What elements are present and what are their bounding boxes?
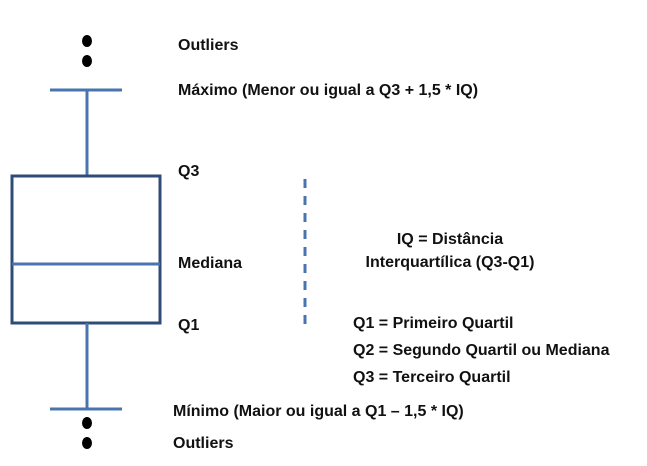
outlier-bottom-1 xyxy=(82,417,92,429)
outliers-top-label: Outliers xyxy=(178,37,239,54)
iq-definition-line1: IQ = Distância xyxy=(396,231,504,248)
iqr-box xyxy=(10,174,162,325)
q3-label: Q3 xyxy=(178,163,200,180)
q1-label: Q1 xyxy=(178,317,200,334)
outliers-bottom-label: Outliers xyxy=(173,435,234,452)
outlier-top-2 xyxy=(82,55,92,67)
q3-definition: Q3 = Terceiro Quartil xyxy=(353,369,511,386)
mediana-label: Mediana xyxy=(178,255,243,272)
outlier-top-1 xyxy=(82,35,92,47)
outlier-bottom-2 xyxy=(82,437,92,449)
q2-definition: Q2 = Segundo Quartil ou Mediana xyxy=(353,342,610,359)
q1-definition: Q1 = Primeiro Quartil xyxy=(353,315,514,332)
minimo-label: Mínimo (Maior ou igual a Q1 – 1,5 * IQ) xyxy=(173,403,464,420)
maximo-label: Máximo (Menor ou igual a Q3 + 1,5 * IQ) xyxy=(178,82,479,99)
iq-definition-line2: Interquartílica (Q3-Q1) xyxy=(365,254,535,271)
